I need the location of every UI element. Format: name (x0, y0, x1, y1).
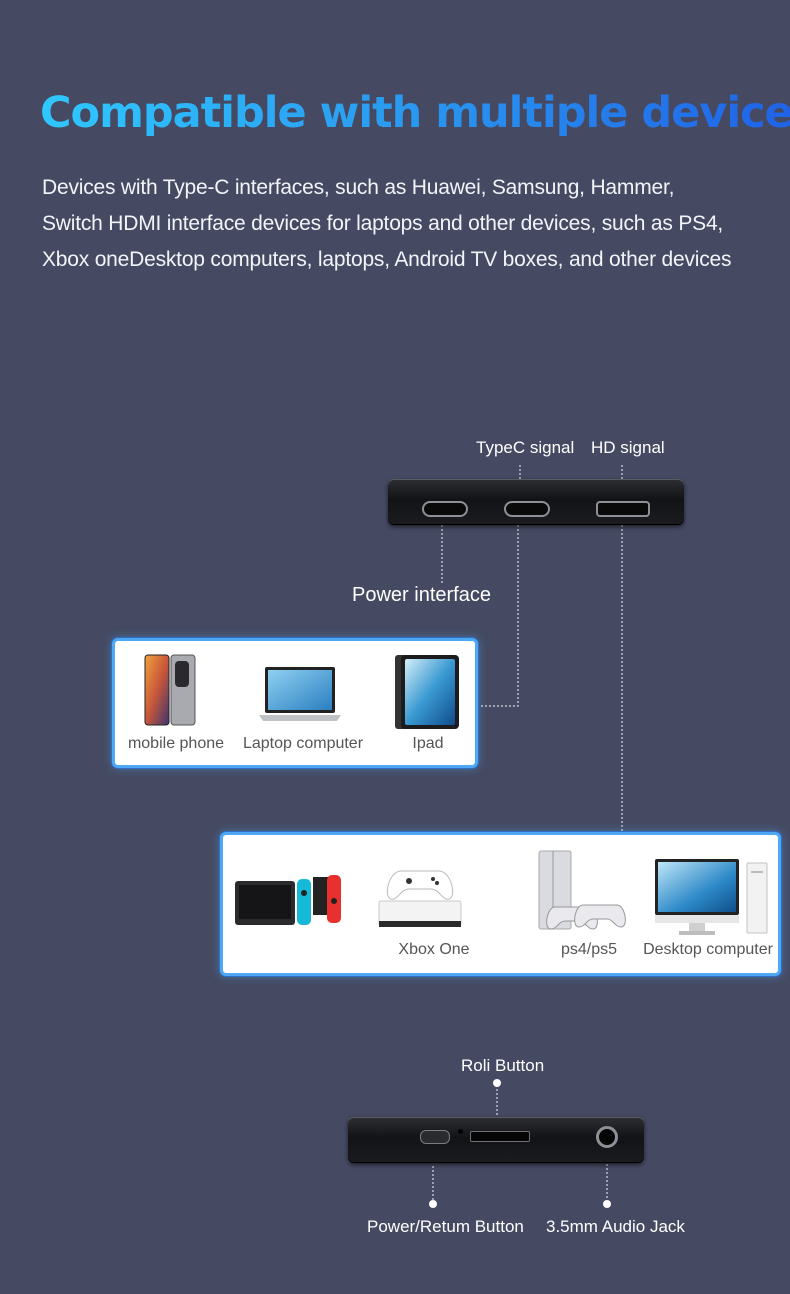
device-label-ps4-ps5: ps4/ps5 (560, 941, 618, 958)
device-label-xbox: Xbox One (398, 941, 470, 958)
power-return-button[interactable] (420, 1130, 450, 1144)
roli-button-label: Roli Button (461, 1056, 545, 1075)
hdmi-port (596, 501, 650, 517)
power-port (422, 501, 468, 517)
device-label-desktop: Desktop computer (643, 941, 773, 958)
typec-port (504, 501, 550, 517)
indicator-led (458, 1129, 463, 1134)
description-line-1: Devices with Type-C interfaces, such as … (42, 176, 675, 199)
laptop-icon (259, 667, 341, 721)
mobile-phone-icon (144, 654, 196, 726)
typec-devices-panel: mobile phone Laptop computer Ipad (112, 638, 478, 768)
roli-button[interactable] (470, 1131, 530, 1142)
audio-jack-port (596, 1126, 618, 1148)
xbox-one-icon (378, 870, 462, 927)
description-line-3: Xbox oneDesktop computers, laptops, Andr… (42, 248, 732, 271)
nintendo-switch-icon (235, 875, 341, 925)
typec-signal-label: TypeC signal (476, 438, 575, 457)
switch-device-front (388, 479, 684, 525)
device-label-laptop: Laptop computer (242, 735, 364, 752)
hdmi-devices-panel: Xbox One ps4/ps5 Desktop computer (220, 832, 781, 976)
page-title: Compatible with multiple devices (40, 88, 790, 138)
power-interface-label: Power interface (352, 584, 491, 606)
switch-device-back (348, 1117, 644, 1163)
power-return-button-label: Power/Retum Button (367, 1217, 524, 1236)
ps4-icon (538, 850, 626, 930)
audio-jack-label: 3.5mm Audio Jack (546, 1217, 685, 1236)
ipad-icon (395, 655, 459, 729)
device-label-mobile-phone: mobile phone (127, 735, 225, 752)
hd-signal-label: HD signal (591, 438, 665, 457)
device-label-ipad: Ipad (412, 735, 444, 752)
description-line-2: Switch HDMI interface devices for laptop… (42, 212, 724, 235)
desktop-computer-icon (655, 859, 768, 935)
